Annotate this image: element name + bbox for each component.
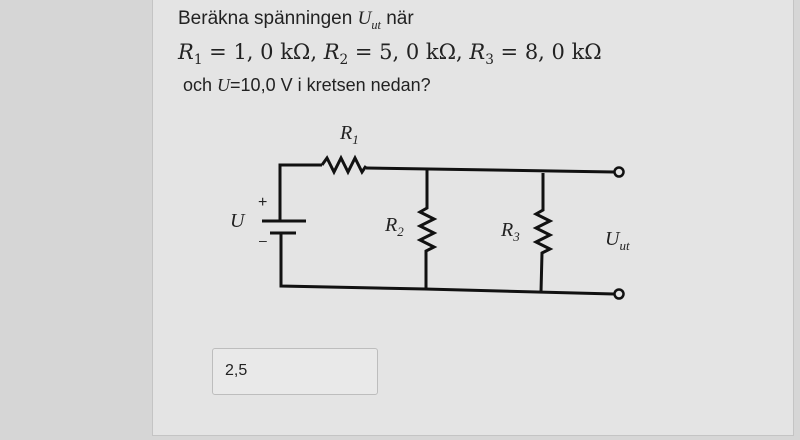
output-terminal-top	[613, 166, 625, 178]
resistor-r3	[532, 173, 554, 293]
resistor-r1	[320, 154, 368, 176]
wire-top	[365, 166, 615, 174]
question-resistor-values: R1 = 1, 0 kΩ, R2 = 5, 0 kΩ, R3 = 8, 0 kΩ	[178, 40, 602, 69]
output-voltage-label: Uut	[605, 228, 630, 253]
resistor-r2	[416, 170, 438, 289]
answer-input[interactable]: 2,5	[212, 348, 378, 395]
source-label: U	[230, 210, 245, 232]
question-line-3: och U=10,0 V i kretsen nedan?	[183, 75, 431, 95]
output-terminal-bottom	[613, 288, 625, 300]
question-line-1: Beräkna spänningen Uut när	[178, 8, 414, 32]
wire-top-left	[278, 163, 322, 220]
r3-label: R3	[501, 219, 520, 244]
minus-sign: –	[259, 232, 267, 248]
r1-label: R1	[340, 122, 359, 147]
wire-bottom-left	[279, 233, 426, 291]
r2-label: R2	[385, 214, 404, 239]
wire-bottom	[424, 287, 615, 296]
plus-sign: +	[258, 194, 268, 211]
